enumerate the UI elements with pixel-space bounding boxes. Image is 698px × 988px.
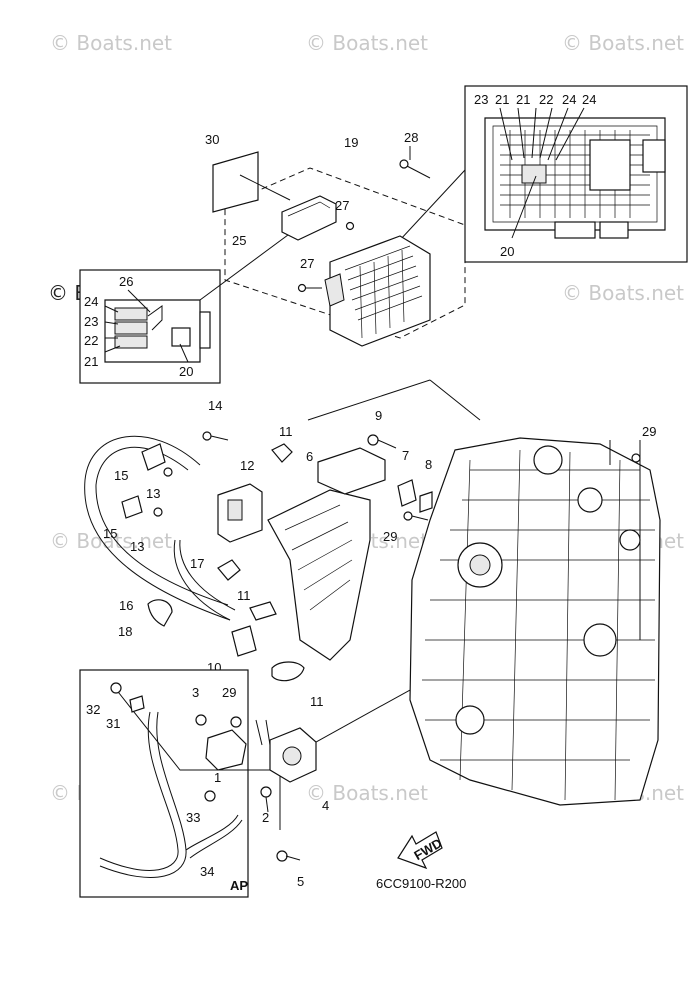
- callout-5: 5: [297, 874, 304, 889]
- callout-31: 31: [106, 716, 120, 731]
- engine-block: [409, 437, 661, 806]
- callout-24: 24: [582, 92, 596, 107]
- fwd-label: FWD: [411, 835, 444, 863]
- callout-3: 3: [192, 685, 199, 700]
- callout-11: 11: [310, 694, 324, 709]
- callout-7: 7: [402, 448, 409, 463]
- callout-18: 18: [118, 624, 132, 639]
- callout-22: 22: [84, 333, 98, 348]
- callout-26: 26: [119, 274, 133, 289]
- callout-20: 20: [500, 244, 514, 259]
- callout-21: 21: [516, 92, 530, 107]
- watermark: © Boats.net: [562, 281, 684, 305]
- callout-29: 29: [222, 685, 236, 700]
- callout-32: 32: [86, 702, 100, 717]
- callout-6: 6: [306, 449, 313, 464]
- callout-29: 29: [642, 424, 656, 439]
- callout-30: 30: [205, 132, 219, 147]
- callout-27: 27: [300, 256, 314, 271]
- sensor-assembly: [195, 689, 411, 862]
- callout-4: 4: [322, 798, 329, 813]
- watermark: © Boats.net: [306, 31, 428, 55]
- callout-13: 13: [146, 486, 160, 501]
- callout-21: 21: [495, 92, 509, 107]
- callout-14: 14: [208, 398, 222, 413]
- callout-2: 2: [262, 810, 269, 825]
- watermark: © Boats.net: [306, 781, 428, 805]
- callout-1: 1: [214, 770, 221, 785]
- callout-34: 34: [200, 864, 214, 879]
- drawing-code: 6CC9100-R200: [376, 876, 466, 891]
- inset-ap: [79, 669, 281, 898]
- callout-33: 33: [186, 810, 200, 825]
- callout-15: 15: [114, 468, 128, 483]
- harness-bracket-group: [84, 379, 481, 682]
- callout-29: 29: [383, 529, 397, 544]
- callout-28: 28: [404, 130, 418, 145]
- callout-12: 12: [240, 458, 254, 473]
- callout-23: 23: [84, 314, 98, 329]
- callout-15: 15: [103, 526, 117, 541]
- inset-ecu-detail: [464, 85, 688, 263]
- inset-connector-detail: [79, 269, 221, 384]
- callout-22: 22: [539, 92, 553, 107]
- callout-17: 17: [190, 556, 204, 571]
- callout-21: 21: [84, 354, 98, 369]
- callout-24: 24: [562, 92, 576, 107]
- callout-11: 11: [279, 424, 293, 439]
- fwd-arrow: [397, 831, 443, 870]
- ecu-group: [199, 146, 466, 347]
- callout-9: 9: [375, 408, 382, 423]
- callout-23: 23: [474, 92, 488, 107]
- callout-25: 25: [232, 233, 246, 248]
- callout-16: 16: [119, 598, 133, 613]
- callout-8: 8: [425, 457, 432, 472]
- callout-13: 13: [130, 539, 144, 554]
- callout-27: 27: [335, 198, 349, 213]
- watermark: © Boats.net: [562, 31, 684, 55]
- callout-11: 11: [237, 588, 251, 603]
- callout-19: 19: [344, 135, 358, 150]
- watermark: © Boats.net: [50, 31, 172, 55]
- ap-label: AP: [230, 878, 248, 893]
- callout-20: 20: [179, 364, 193, 379]
- watermark: © Boats.net: [50, 529, 172, 553]
- callout-24: 24: [84, 294, 98, 309]
